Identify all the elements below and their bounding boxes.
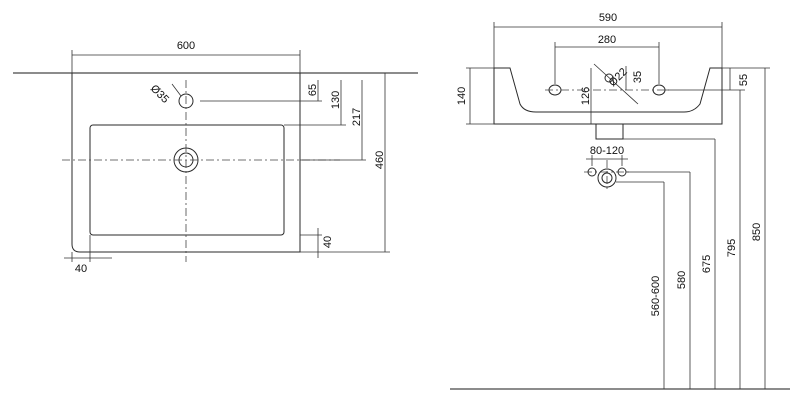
dim-fixing-spacing: 280 <box>598 34 616 46</box>
basin-profile <box>493 67 723 125</box>
dim-rim-height: 850 <box>751 223 763 241</box>
dim-drain-height: 675 <box>701 255 713 273</box>
dim-tap-to-rim: 130 <box>330 91 342 109</box>
overflow-hole <box>604 73 614 83</box>
dim-pipe-spacing: 80-120 <box>590 145 624 157</box>
dim-tap-offset: 65 <box>307 84 319 96</box>
dim-fixing-height: 126 <box>580 87 592 105</box>
dim-width-600: 600 <box>177 40 195 52</box>
dim-front-height: 140 <box>456 87 468 105</box>
front-view: 590 280 35 Ø22 126 140 55 <box>450 12 790 390</box>
dim-tap-to-drain: 217 <box>351 108 363 126</box>
dim-depth: 460 <box>374 151 386 169</box>
waste-pipe-outer <box>597 168 617 188</box>
dim-rim-to-fixing: 55 <box>738 74 750 86</box>
leader-line <box>171 83 182 97</box>
dim-fixing-offset: 35 <box>632 71 644 83</box>
dim-side-rim: 40 <box>75 263 87 275</box>
waste-pipe-inner <box>601 172 613 184</box>
dim-pipe-height: 580 <box>676 271 688 289</box>
basin-outline <box>71 73 301 253</box>
bowl-outline <box>89 124 285 236</box>
dim-front-rim: 40 <box>322 236 334 248</box>
top-view: 600 Ø35 65 130 217 460 40 40 <box>13 40 418 275</box>
dim-fixing-floor-height: 795 <box>726 239 738 257</box>
supply-pipe-left <box>587 167 597 177</box>
dim-trap-height: 560-600 <box>650 276 662 316</box>
dim-front-width: 590 <box>599 12 617 24</box>
leader-line <box>593 63 639 105</box>
dim-tap-hole: Ø35 <box>148 83 171 106</box>
drain-stub <box>595 123 624 140</box>
